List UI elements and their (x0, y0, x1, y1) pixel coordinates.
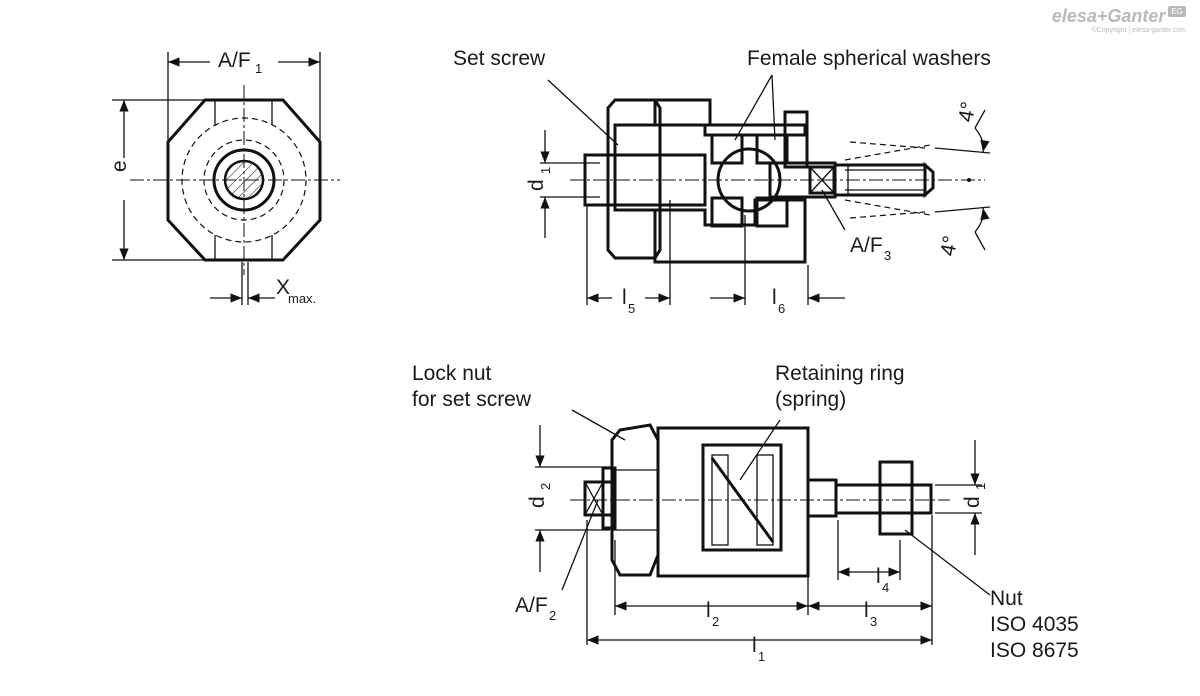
lock-nut-label-2: for set screw (412, 388, 532, 411)
brand-badge: EG (1168, 6, 1186, 17)
d1-sub-bottom: 1 (973, 483, 988, 490)
retaining-ring-label-1: Retaining ring (775, 362, 905, 385)
l4-sub: 4 (882, 580, 889, 595)
x-label: X (276, 276, 290, 299)
end-view: A/F 1 e X max. (108, 49, 340, 306)
e-label: e (108, 160, 131, 172)
iso-4035-label: ISO 4035 (990, 613, 1079, 636)
l2-sub: 2 (712, 614, 719, 629)
brand-copyright: ©Copyright | elesa-ganter.com (1091, 27, 1186, 34)
af1-sub: 1 (255, 61, 262, 76)
bottom-view: Lock nut for set screw Retaining ring (s… (412, 362, 1079, 664)
d1-sub-top: 1 (538, 167, 553, 174)
retaining-ring-label-2: (spring) (775, 388, 846, 411)
angle-bottom-label: 4° (936, 234, 962, 258)
d1-label-top: d (525, 179, 548, 191)
af3-label: A/F (850, 234, 883, 257)
l5-label: l (622, 286, 627, 309)
l1-sub: 1 (758, 649, 765, 664)
l3-label: l (864, 599, 869, 622)
d1-label-bottom: d (961, 496, 984, 508)
af2-label: A/F (515, 594, 548, 617)
lock-nut-label-1: Lock nut (412, 362, 492, 385)
angle-top-label: 4° (954, 100, 980, 124)
l5-sub: 5 (628, 301, 635, 316)
set-screw-label: Set screw (453, 47, 546, 70)
d2-label: d (526, 496, 549, 508)
l3-sub: 3 (870, 614, 877, 629)
section-view: Set screw Female spherical washers d 1 A… (453, 47, 991, 316)
female-washers-label: Female spherical washers (747, 47, 991, 70)
brand-name: elesa+Ganter (1051, 6, 1166, 26)
af3-sub: 3 (884, 248, 891, 263)
af2-sub: 2 (549, 608, 556, 623)
l6-label: l (772, 286, 777, 309)
l2-label: l (706, 599, 711, 622)
af1-label: A/F (218, 49, 251, 72)
d2-sub: 2 (538, 483, 553, 490)
l4-label: l (876, 565, 881, 588)
l1-label: l (752, 634, 757, 657)
iso-8675-label: ISO 8675 (990, 639, 1079, 662)
l6-sub: 6 (778, 301, 785, 316)
nut-label: Nut (990, 587, 1023, 610)
x-sub: max. (288, 291, 316, 306)
